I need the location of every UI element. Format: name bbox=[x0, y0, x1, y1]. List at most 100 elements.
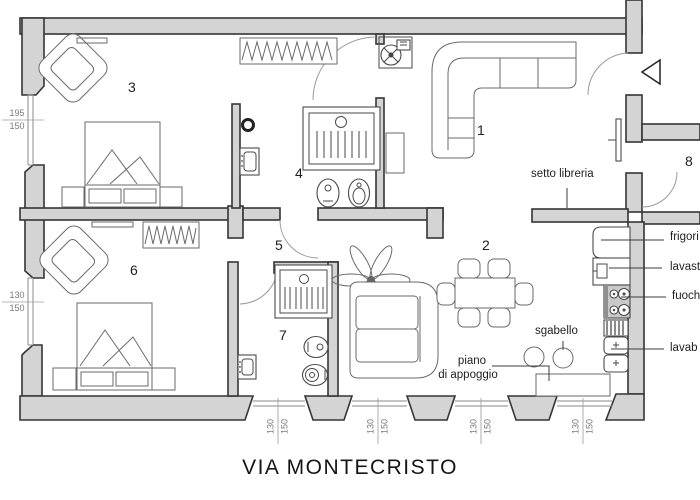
annotation-dishwasher: lavast bbox=[670, 261, 700, 273]
counter-icon bbox=[535, 373, 611, 397]
windows bbox=[27, 94, 612, 407]
bathroom2-fixtures bbox=[237, 264, 333, 387]
dishwasher-icon bbox=[592, 257, 631, 286]
wardrobe-icon bbox=[239, 37, 338, 65]
dim-bottom-2-under: 150 bbox=[379, 418, 390, 435]
chair-icon bbox=[514, 282, 534, 306]
wall-bath2-left bbox=[227, 261, 239, 397]
armchair-icon bbox=[38, 33, 108, 103]
wall-bath1-right-top bbox=[375, 33, 385, 45]
dim-bottom-1-under: 150 bbox=[279, 418, 290, 435]
annotation-sink: lavab bbox=[670, 342, 698, 354]
corner-sofa-icon bbox=[431, 41, 577, 159]
living-room-furniture bbox=[385, 41, 577, 174]
window-left-1 bbox=[27, 94, 34, 166]
room-label-living: 1 bbox=[477, 122, 485, 138]
toilet-icon bbox=[347, 178, 371, 208]
washbasin-icon bbox=[237, 354, 257, 380]
window-left-2 bbox=[27, 277, 34, 346]
annotation-piano-line1: piano bbox=[457, 355, 487, 367]
leader-lines bbox=[492, 188, 666, 381]
dim-left-1-under: 150 bbox=[9, 121, 25, 131]
window-bottom-2 bbox=[352, 400, 407, 407]
bedroom2-furniture bbox=[39, 221, 200, 391]
wall-bath1-left bbox=[231, 103, 241, 209]
wall-middle-right bbox=[317, 207, 444, 221]
wall-room8-bottom bbox=[641, 211, 700, 225]
chair-icon bbox=[436, 282, 456, 306]
dim-bottom-4-over: 130 bbox=[570, 418, 581, 435]
armchair-icon bbox=[39, 225, 109, 295]
shower-icon bbox=[274, 264, 333, 319]
wall-right-entry-pier bbox=[625, 94, 643, 143]
dimension-lines bbox=[2, 119, 584, 444]
entrance-arrow-icon bbox=[640, 58, 661, 86]
wall-right-upper-stub bbox=[625, 0, 643, 54]
window-bottom-3 bbox=[455, 400, 508, 407]
room-label-bath1: 4 bbox=[295, 165, 303, 181]
nightstand-icon bbox=[159, 186, 183, 208]
stool-icon bbox=[552, 347, 574, 369]
dining-table-icon bbox=[436, 258, 534, 328]
wall-middle-pier-a bbox=[227, 205, 244, 239]
wall-setto-libreria bbox=[531, 208, 629, 223]
dim-left-2-under: 150 bbox=[9, 303, 25, 313]
wardrobe-icon bbox=[142, 221, 200, 249]
room-label-sideroom: 8 bbox=[685, 153, 693, 169]
bed-icon bbox=[52, 302, 176, 391]
radiator-icon bbox=[76, 37, 108, 44]
radiator-icon bbox=[91, 221, 134, 228]
wall-top bbox=[19, 17, 643, 35]
street-title: VIA MONTECRISTO bbox=[242, 456, 458, 479]
fridge-icon bbox=[592, 226, 631, 259]
shower-icon bbox=[302, 106, 381, 171]
room-label-bath2: 7 bbox=[279, 327, 287, 343]
room-label-bedroom2: 6 bbox=[130, 262, 138, 278]
wall-left-top-pier bbox=[21, 17, 45, 96]
window-bottom-4 bbox=[557, 400, 612, 407]
stool-icon bbox=[523, 346, 545, 368]
annotation-setto-libreria: setto libreria bbox=[531, 168, 594, 180]
cabinet-icon bbox=[385, 132, 405, 174]
kitchen-appliances bbox=[592, 226, 631, 373]
boiler-icon bbox=[378, 36, 413, 69]
nightstand-icon bbox=[61, 186, 85, 208]
dim-left-2-over: 130 bbox=[9, 290, 25, 300]
wall-middle-pier-b bbox=[426, 207, 444, 239]
dim-bottom-3-over: 130 bbox=[468, 418, 479, 435]
window-bottom-1 bbox=[253, 400, 305, 407]
sink-icon bbox=[603, 319, 629, 373]
chair-icon bbox=[487, 258, 511, 279]
wall-bottom-pier-1 bbox=[303, 395, 354, 421]
sliding-door-icon bbox=[615, 118, 622, 162]
wall-bottom-pier-2 bbox=[405, 395, 457, 421]
walls bbox=[19, 0, 700, 421]
dim-bottom-3-under: 150 bbox=[482, 418, 493, 435]
room-label-bedroom1: 3 bbox=[128, 79, 136, 95]
hallway-door-arc bbox=[279, 219, 319, 259]
chair-icon bbox=[457, 258, 481, 279]
wall-left-bottom-pier bbox=[21, 344, 43, 397]
stove-icon bbox=[603, 284, 631, 319]
chair-icon bbox=[457, 307, 481, 328]
wall-middle-left bbox=[19, 207, 244, 221]
bidet-icon bbox=[316, 178, 340, 208]
room-label-hallway: 5 bbox=[275, 237, 283, 253]
annotation-piano-line2: di appoggio bbox=[438, 369, 498, 381]
nightstand-icon bbox=[151, 367, 176, 391]
wall-middle-seg-b bbox=[242, 207, 281, 221]
bedroom1-furniture bbox=[38, 33, 338, 208]
annotation-sgabello: sgabello bbox=[535, 325, 578, 337]
bathroom1-fixtures bbox=[239, 36, 413, 208]
wall-room8-top bbox=[641, 123, 700, 141]
side-room-door-arc bbox=[641, 171, 678, 208]
wall-right-mid bbox=[625, 172, 643, 213]
bidet-icon bbox=[303, 335, 329, 359]
wall-bath2-right bbox=[327, 261, 339, 397]
dim-bottom-2-over: 130 bbox=[365, 418, 376, 435]
annotation-stove: fuoch bbox=[672, 290, 700, 302]
bath2-door-arc bbox=[239, 263, 279, 305]
wall-bottom-left bbox=[19, 395, 255, 421]
